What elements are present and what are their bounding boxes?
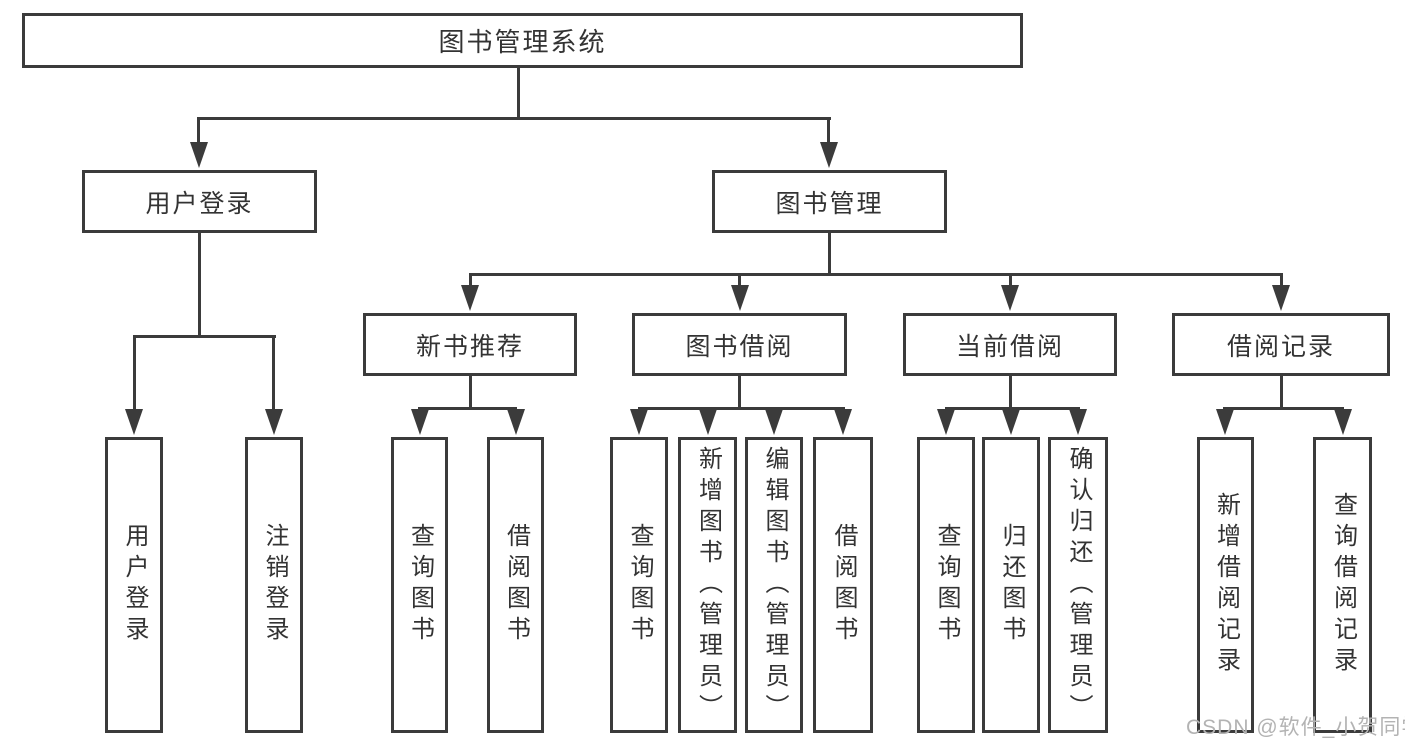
leaf-add-borrow-record: 新增借阅记录 [1197,437,1254,733]
leaf-query-borrow-record-label: 查询借阅记录 [1329,492,1357,678]
node-user-login-label: 用户登录 [145,189,254,218]
leaf-edit-book-admin: 编辑图书（管理员） [745,437,803,733]
connector-line [738,376,741,407]
node-borrow-records-label: 借阅记录 [1226,332,1335,361]
connector-line [468,273,472,289]
csdn-watermark: CSDN @软件_小贺同学 [1186,716,1405,739]
leaf-query-books-2: 查询图书 [610,437,668,733]
connector-line [738,273,741,289]
node-root-label: 图书管理系统 [438,27,607,57]
leaf-add-book-admin: 新增图书（管理员） [678,437,737,733]
connector-line [132,335,276,338]
connector-line [1279,376,1283,407]
connector-line [468,376,472,407]
leaf-confirm-return-admin: 确认归还（管理员） [1048,437,1108,733]
leaf-return-books-label: 归还图书 [998,523,1025,647]
leaf-add-book-admin-label: 新增图书（管理员） [694,445,722,725]
arrowhead-down [820,142,838,168]
leaf-borrow-books-2: 借阅图书 [813,437,873,733]
node-book-borrow: 图书借阅 [632,313,847,376]
connector-line [197,117,200,145]
node-book-borrow-label: 图书借阅 [685,332,794,361]
node-root: 图书管理系统 [22,13,1023,68]
arrowhead-down [937,409,955,435]
arrowhead-down [1333,409,1352,435]
node-new-book-recommend: 新书推荐 [363,313,577,376]
connector-line [197,117,831,120]
arrowhead-down [1069,409,1087,435]
node-current-borrow-label: 当前借阅 [955,332,1064,361]
arrowhead-down [1272,285,1290,311]
node-borrow-records: 借阅记录 [1172,313,1390,376]
leaf-query-books-2-label: 查询图书 [626,523,653,647]
node-new-book-recommend-label: 新书推荐 [415,332,524,361]
leaf-add-borrow-record-label: 新增借阅记录 [1212,492,1240,678]
node-book-management: 图书管理 [712,170,947,233]
leaf-query-books-1: 查询图书 [391,437,448,733]
arrowhead-down [1215,409,1234,435]
connector-line [1223,407,1344,410]
leaf-confirm-return-admin-label: 确认归还（管理员） [1065,445,1092,725]
arrowhead-down [190,142,208,168]
arrowhead-down [765,409,783,435]
node-current-borrow: 当前借阅 [903,313,1117,376]
connector-line [418,407,517,410]
connector-line [828,233,831,273]
leaf-borrow-books-1-label: 借阅图书 [502,523,530,647]
connector-line [197,233,201,335]
arrowhead-down [410,409,429,435]
arrowhead-down [834,409,852,435]
arrowhead-down [506,409,525,435]
node-user-login: 用户登录 [82,170,317,233]
arrowhead-down [730,285,749,311]
arrowhead-down [1001,285,1019,311]
connector-line [132,335,136,412]
arrowhead-down [461,285,479,311]
leaf-edit-book-admin-label: 编辑图书（管理员） [761,445,788,725]
connector-line [1008,273,1012,289]
leaf-query-borrow-record: 查询借阅记录 [1313,437,1372,733]
node-book-management-label: 图书管理 [775,189,884,218]
arrowhead-down [698,409,717,435]
connector-line [517,68,520,117]
leaf-query-books-3-label: 查询图书 [933,523,960,647]
connector-line [272,335,275,412]
connector-line [637,407,845,410]
arrowhead-down [125,409,143,435]
leaf-user-login-label: 用户登录 [121,523,148,647]
leaf-logout: 注销登录 [245,437,303,733]
leaf-borrow-books-1: 借阅图书 [487,437,544,733]
arrowhead-down [630,409,648,435]
connector-line [1008,376,1012,407]
connector-line [468,273,1283,276]
leaf-borrow-books-2-label: 借阅图书 [830,523,857,647]
connector-line [1279,273,1283,289]
leaf-logout-label: 注销登录 [261,523,288,647]
connector-line [827,117,830,145]
leaf-user-login: 用户登录 [105,437,163,733]
leaf-query-books-1-label: 查询图书 [406,523,434,647]
arrowhead-down [264,409,283,435]
leaf-query-books-3: 查询图书 [917,437,975,733]
arrowhead-down [1002,409,1020,435]
leaf-return-books: 归还图书 [982,437,1040,733]
